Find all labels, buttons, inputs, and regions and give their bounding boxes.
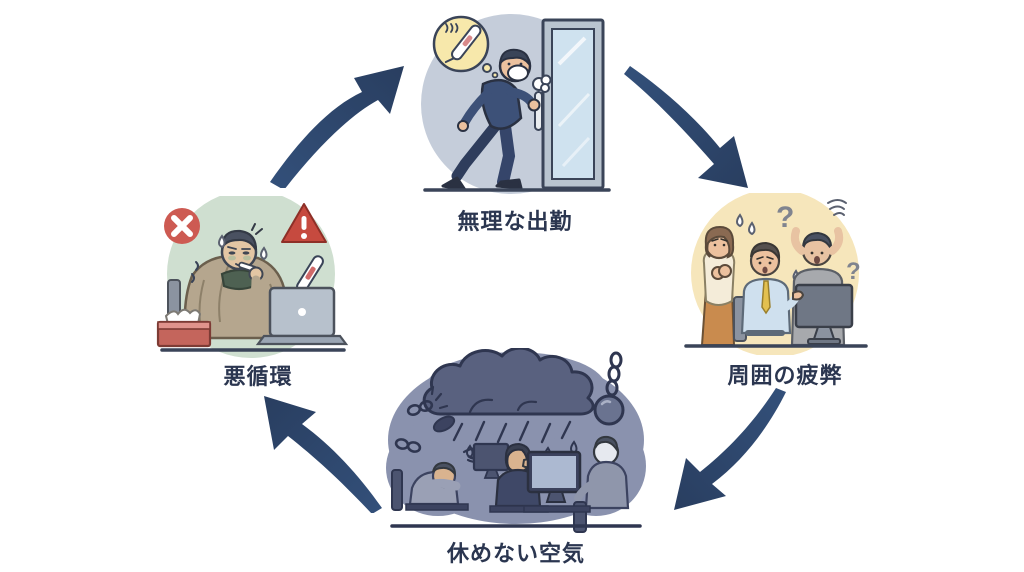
sick-man-in-blanket: [183, 223, 292, 340]
arrow-bottom-to-left: [264, 396, 382, 513]
rain-icon: [452, 420, 572, 444]
warning-triangle-icon: [281, 203, 327, 243]
worried-seated-man: [733, 241, 805, 342]
svg-text:?: ?: [776, 201, 794, 234]
sick-cheek: [228, 255, 236, 261]
thermometer-thought-bubble-icon: [432, 15, 499, 79]
node-label-vicious-cycle: 悪循環: [223, 364, 293, 389]
node-coworker-exhaustion: ? ?: [678, 193, 873, 388]
broken-chain-icon: [394, 385, 449, 453]
hair: [750, 241, 781, 263]
node-label-forced-attendance: 無理な出勤: [457, 209, 573, 234]
arrow-left-to-top: [270, 66, 404, 188]
shiver-marks-icon: [191, 261, 199, 283]
scribble-icon: [827, 199, 847, 216]
node-label-cannot-rest: 休めない空気: [446, 541, 586, 566]
hair: [220, 229, 258, 251]
slumped-worker: [391, 461, 469, 511]
hair: [499, 48, 531, 67]
coworker-exhaustion-illustration: ? ?: [684, 193, 868, 355]
computer-monitor: [794, 283, 854, 345]
blanket: [183, 254, 292, 340]
desk: [405, 503, 469, 511]
node-cannot-rest: 休めない空気: [378, 348, 653, 566]
question-mark-icon: ? ?: [776, 201, 861, 285]
masked-businessman: [441, 48, 552, 192]
arrow-top-to-right: [624, 66, 748, 188]
cough-puff-icon: [532, 74, 552, 93]
arrow-right-to-bottom: [674, 388, 786, 510]
face-mask-icon: [507, 64, 529, 82]
node-vicious-cycle: 悪循環: [152, 196, 352, 389]
worried-woman: [700, 225, 736, 346]
necktie: [761, 280, 771, 315]
node-forced-attendance: 無理な出勤: [413, 6, 618, 234]
heat-waves-icon: [445, 23, 459, 33]
ball-and-chain-icon: [593, 351, 625, 426]
glass-door: [534, 18, 605, 190]
monitor-back: [472, 442, 510, 472]
storm-cloud-icon: [422, 348, 595, 416]
svg-text:?: ?: [846, 258, 861, 285]
typing-arm: [574, 480, 596, 502]
hair: [704, 225, 735, 259]
tissue-box: [156, 308, 212, 348]
germ-scribble-icon: [432, 415, 456, 433]
node-label-coworker-exhaustion: 周囲の疲弊: [727, 363, 843, 388]
forced-attendance-illustration: [421, 14, 611, 194]
cannot-rest-illustration: [386, 348, 646, 533]
desk: [523, 505, 591, 513]
x-mark-badge-icon: [164, 208, 200, 244]
tissues: [164, 308, 202, 325]
gesturing-hand: [792, 290, 805, 301]
vicious-cycle-illustration: [156, 196, 349, 358]
clasped-hands: [711, 264, 732, 280]
laptop: [255, 286, 349, 346]
worker-at-glowing-monitor: [523, 435, 630, 533]
